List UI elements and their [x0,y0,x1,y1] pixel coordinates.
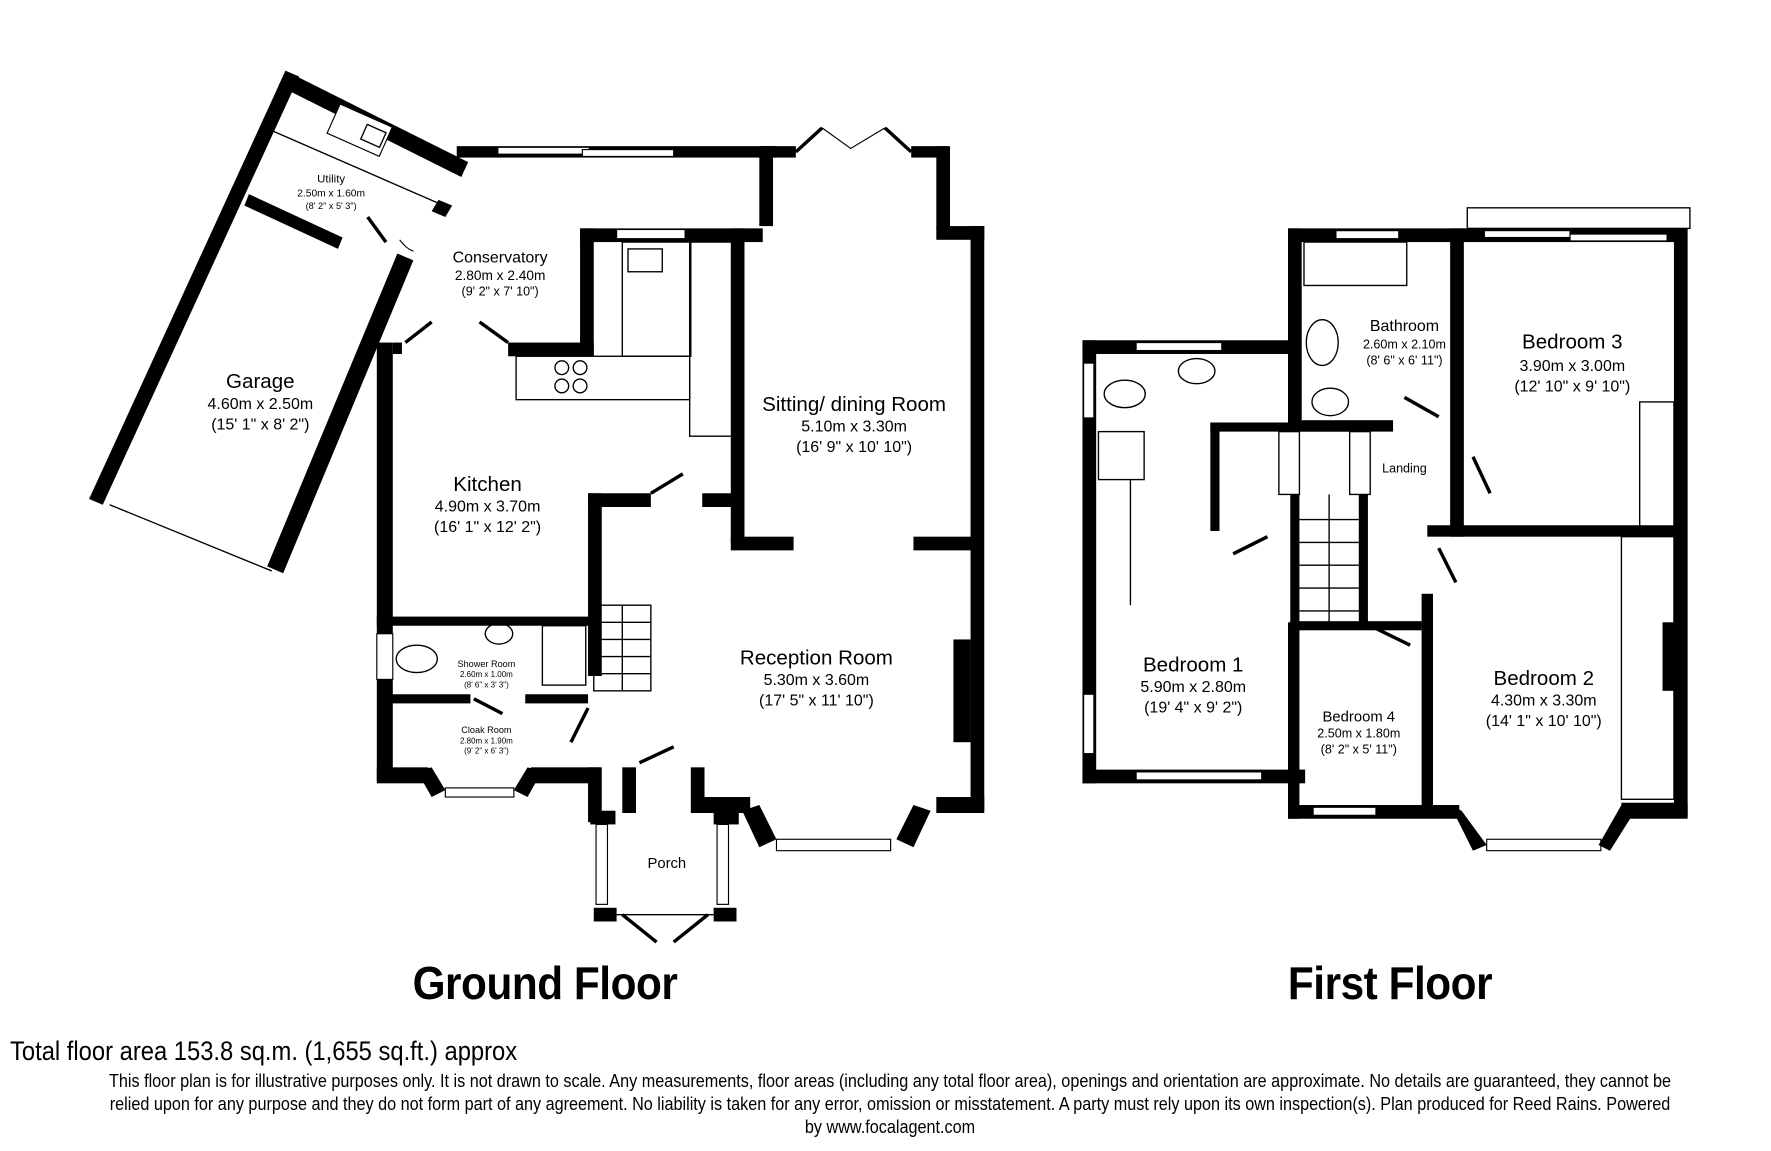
room-label-bedroom-4: Bedroom 4 [1323,710,1396,726]
ground-floor-room-labels: Utility 2.50m x 1.60m (8' 2" x 5' 3") Co… [208,174,947,872]
room-label-garage: Garage [226,370,295,393]
room-dims-bedroom-1: 5.90m x 2.80m [1140,679,1246,696]
garage-walls [89,70,469,574]
room-label-cloak-room: Cloak Room [461,725,511,735]
room-imperial-reception: (17' 5" x 11' 10") [759,693,874,710]
room-imperial-shower-room: (8' 6" x 3' 3") [464,680,509,689]
room-label-landing: Landing [1382,462,1427,476]
room-dims-kitchen: 4.90m x 3.70m [435,499,541,516]
total-floor-area: Total floor area 153.8 sq.m. (1,655 sq.f… [10,1036,518,1066]
room-imperial-garage: (15' 1" x 8' 2") [211,416,309,433]
room-dims-utility: 2.50m x 1.60m [297,188,365,199]
room-label-bathroom: Bathroom [1370,318,1439,335]
room-dims-bedroom-3: 3.90m x 3.00m [1520,358,1626,375]
room-dims-sitting-dining: 5.10m x 3.30m [801,419,907,436]
first-floor-room-labels: Bathroom 2.60m x 2.10m (8' 6" x 6' 11") … [1140,318,1630,756]
room-dims-reception: 5.30m x 3.60m [764,672,870,689]
room-imperial-kitchen: (16' 1" x 12' 2") [434,519,541,536]
room-label-bedroom-2: Bedroom 2 [1494,667,1595,690]
room-dims-shower-room: 2.60m x 1.00m [460,670,513,679]
room-dims-cloak-room: 2.80m x 1.90m [460,736,513,745]
first-floor-title: First Floor [1287,957,1493,1009]
room-label-porch: Porch [647,856,686,872]
room-dims-garage: 4.60m x 2.50m [208,396,314,413]
ground-floor-plan: Utility 2.50m x 1.60m (8' 2" x 5' 3") Co… [89,70,985,944]
room-dims-bathroom: 2.60m x 2.10m [1363,337,1446,351]
disclaimer-text: This floor plan is for illustrative purp… [108,1071,1672,1137]
room-imperial-bedroom-3: (12' 10" x 9' 10") [1514,379,1630,396]
room-label-kitchen: Kitchen [453,473,522,496]
first-floor-walls [1082,207,1691,852]
room-imperial-bedroom-1: (19' 4" x 9' 2") [1144,700,1242,717]
main-house-walls [376,126,985,944]
room-imperial-sitting-dining: (16' 9" x 10' 10") [796,439,912,456]
room-label-sitting-dining: Sitting/ dining Room [762,393,946,416]
ground-floor-title: Ground Floor [412,957,678,1009]
room-imperial-utility: (8' 2" x 5' 3") [306,201,357,211]
room-imperial-bedroom-4: (8' 2" x 5' 11") [1321,743,1397,757]
room-label-shower-room: Shower Room [458,659,516,669]
room-imperial-conservatory: (9' 2" x 7' 10") [462,285,539,299]
room-dims-conservatory: 2.80m x 2.40m [455,268,546,283]
room-dims-bedroom-2: 4.30m x 3.30m [1491,693,1597,710]
room-label-utility: Utility [317,174,345,186]
room-label-bedroom-1: Bedroom 1 [1143,653,1244,676]
room-imperial-cloak-room: (9' 2" x 6' 3") [464,747,509,756]
room-imperial-bathroom: (8' 6" x 6' 11") [1366,353,1442,367]
room-dims-bedroom-4: 2.50m x 1.80m [1317,727,1400,741]
room-label-reception: Reception Room [740,647,893,670]
room-imperial-bedroom-2: (14' 1" x 10' 10") [1486,713,1602,730]
room-label-conservatory: Conservatory [453,250,548,267]
room-label-bedroom-3: Bedroom 3 [1522,330,1623,353]
first-floor-plan: Bathroom 2.60m x 2.10m (8' 6" x 6' 11") … [1082,207,1691,852]
